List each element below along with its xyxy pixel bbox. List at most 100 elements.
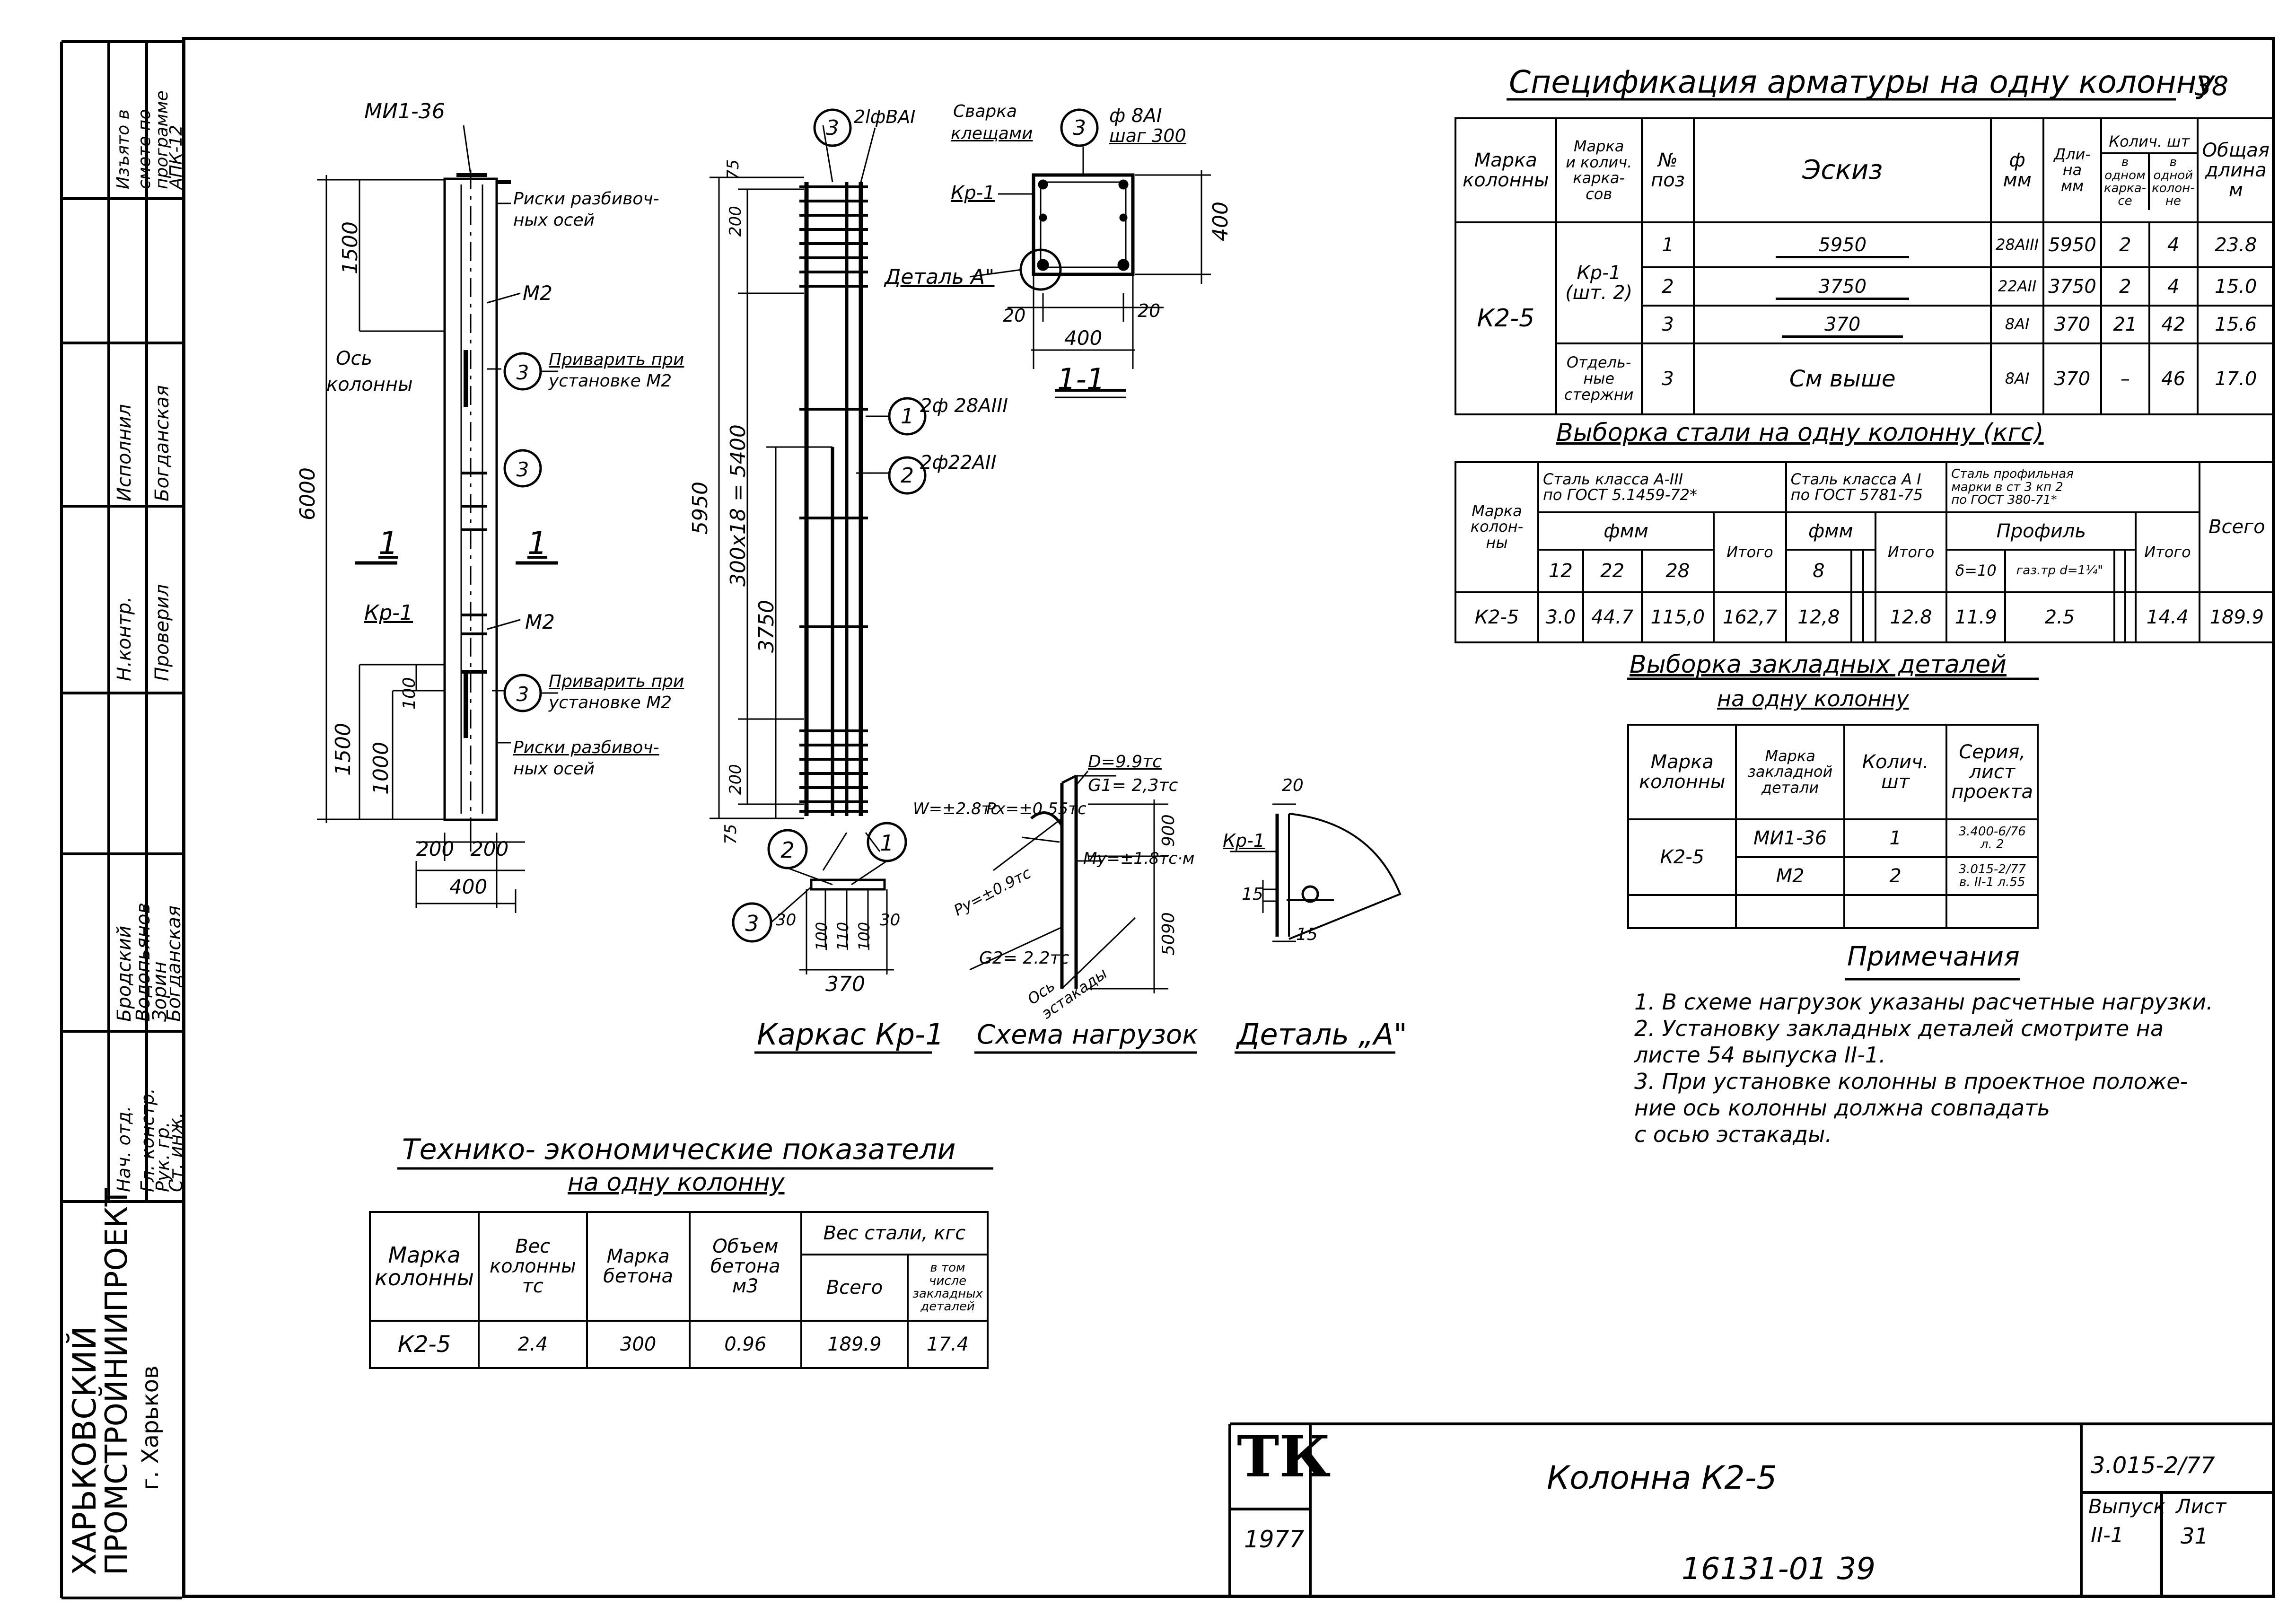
section-step: шаг 300 [1109,125,1186,146]
m2-bottom-label: М2 [525,610,555,633]
column-axis-1: Ось [336,348,373,369]
weld-note-2a: Приварить при [549,672,684,691]
note-1: 1. В схеме нагрузок указаны расчетные на… [1634,989,2213,1015]
weld-pos-3: 3 [516,683,529,706]
section-title: 1-1 [1057,362,1105,396]
weld-pos-1: 3 [516,361,529,384]
note-3b: ние ось колонны должна совпадать [1634,1095,2051,1121]
note-line-4: АПК-12 [167,124,186,189]
cage-mark-label: Кр-1 [364,601,413,625]
column-mark-top: МИ1-36 [364,99,445,123]
emb-title-1: Выборка закладных деталей [1630,650,2007,679]
dim-100: 100 [400,677,419,710]
cage-pos-top: 3 [826,116,839,140]
cut-marker-left: 1 [378,525,398,562]
sheet-label: Лист [2176,1495,2226,1518]
tk-logo: ТК [1237,1423,1331,1490]
cage-dim-3750: 3750 [754,600,779,653]
archive-number: 16131-01 39 [1682,1552,1875,1587]
dim-1500-top: 1500 [338,221,362,274]
tep-title-1: Технико- экономические показатели [402,1133,956,1166]
cage-caption: Каркас Кр-1 [757,1017,944,1052]
note-line-1: Изъято в [114,109,133,189]
note-2a: 2. Установку закладных деталей смотрите … [1634,1016,2164,1041]
section-dim-20-left: 20 [1003,305,1026,326]
axis-risk-bottom-2: ных осей [513,759,595,779]
check-role-2: Проверил [151,584,173,681]
cage-dim-75-bottom: 75 [721,824,740,844]
section-dim-400-side: 400 [1209,202,1233,241]
cage-dim-110: 110 [834,922,852,951]
weld-note-1a: Приварить при [549,350,684,369]
spec-column-mark: К2-5 [1455,221,1557,415]
title-year: 1977 [1244,1526,1305,1553]
cage-dim-370: 370 [825,972,865,996]
note-3a: 3. При установке колонны в проектное пол… [1634,1069,2188,1094]
steel-title: Выборка стали на одну колонну (кгс) [1556,419,2044,447]
cage-sec-pos-3: 3 [745,911,759,936]
axis-risk-top-2: ных осей [513,211,595,230]
org-city: г. Харьков [137,1365,164,1490]
sheet-value: 31 [2181,1523,2208,1549]
org-name-1: ХАРЬКОВСКИЙ [66,1326,104,1575]
role-1: Нач. отд. [114,1106,134,1192]
exec-role: Исполнил [114,404,135,501]
dim-400-column: 400 [449,875,488,898]
load-caption: Схема нагрузок [977,1019,1198,1050]
tep-title-2: на одну колонну [568,1168,785,1197]
weld-clamp-1: Сварка [953,102,1017,121]
issue-label: Выпуск [2088,1495,2165,1518]
load-G2: G2= 2.2тс [979,948,1069,968]
detail-mark: Кр-1 [1223,830,1265,851]
cage-dim-100b: 100 [855,922,873,951]
load-W: W=±2.8тс [913,799,1000,818]
dim-1000: 1000 [369,742,393,795]
detail-dim-20: 20 [1282,776,1304,795]
cage-dim-100a: 100 [813,922,831,951]
issue-value: II-1 [2091,1523,2124,1547]
dim-6000: 6000 [296,467,320,520]
drawing-code: 3.015-2/77 [2091,1452,2215,1479]
load-dim-900: 900 [1159,814,1178,847]
detail-dim-15-bottom: 15 [1296,925,1318,944]
weld-note-2b: установке М2 [549,693,672,712]
cage-dim-200-top: 200 [726,206,745,237]
emb-title-2: на одну колонну [1717,686,1909,711]
cage-dim-30-left: 30 [776,911,797,930]
section-mark: Кр-1 [951,182,995,204]
m2-top-label: М2 [523,281,552,305]
notes-list: 1. В схеме нагрузок указаны расчетные на… [1634,989,2213,1148]
cage-dim-30-right: 30 [880,911,901,930]
load-dim-5090: 5090 [1159,912,1178,956]
dim-1500-bottom: 1500 [331,723,355,776]
exec-name: Богданская [151,385,173,501]
cut-marker-right: 1 [527,525,547,562]
detail-caption: Деталь „А" [1237,1017,1407,1052]
cage-bar-1: 2ф 28АIII [920,395,1008,417]
axis-risk-bottom-1: Риски разбивоч- [513,738,659,757]
load-G1: G1= 2,3тс [1088,776,1178,795]
check-role-1: Н.контр. [114,597,135,681]
load-My: My=±1.8тс·м [1083,849,1195,868]
section-detail-label: Деталь А" [885,265,995,289]
dim-200-left: 200 [416,837,455,860]
load-D: D=9.9тс [1088,752,1162,772]
sheet-corner-number: 38 [2195,71,2229,102]
cage-sec-pos-2: 2 [780,837,795,863]
cage-bar-top: 2lфBAI [854,106,916,127]
cage-dim-75-top: 75 [724,159,743,180]
cage-pos-2: 2 [901,464,914,488]
cage-dim-5950: 5950 [688,482,712,535]
cage-dim-200-bottom: 200 [726,764,745,795]
cage-dim-middle: 300х18 = 5400 [726,424,750,587]
dim-200-right: 200 [471,837,509,860]
note-2b: листе 54 выпуска II-1. [1634,1042,1886,1068]
weld-pos-2: 3 [516,458,529,481]
cage-bar-2: 2ф22АII [920,452,997,474]
spec-title: Спецификация арматуры на одну колонну [1509,64,2215,100]
note-line-2: смете по [135,109,154,189]
weld-clamp-2: клещами [951,124,1033,143]
load-Px: Px=±0.55тс [986,799,1087,818]
